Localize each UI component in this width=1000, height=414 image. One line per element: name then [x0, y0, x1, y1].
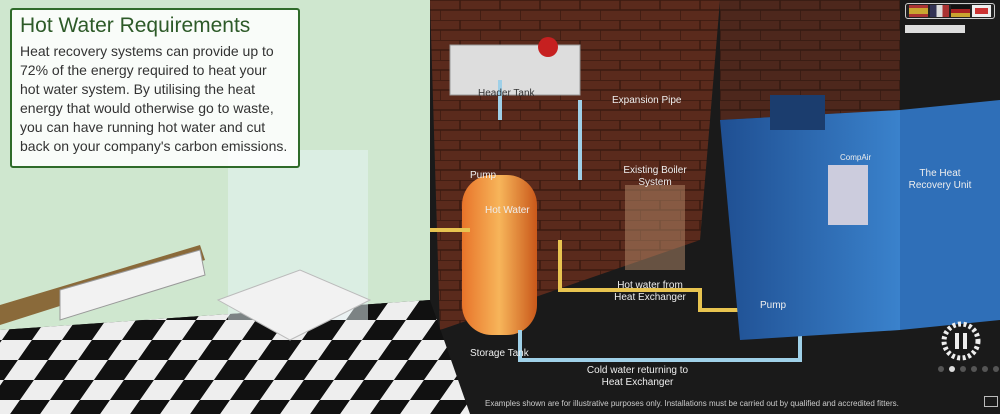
- flag-english[interactable]: [972, 5, 991, 17]
- label-hot-water: Hot Water: [485, 205, 530, 216]
- slide-indicator: [938, 366, 999, 372]
- label-expansion-pipe: Expansion Pipe: [612, 95, 682, 106]
- slide-dot[interactable]: [960, 366, 966, 372]
- disclaimer: Examples shown are for illustrative purp…: [485, 399, 899, 408]
- info-panel: Hot Water Requirements Heat recovery sys…: [10, 8, 300, 168]
- label-existing-boiler: Existing Boiler System: [623, 165, 687, 188]
- label-heat-recovery-unit: The Heat Recovery Unit: [908, 168, 972, 191]
- slide-dot[interactable]: [993, 366, 999, 372]
- info-body: Heat recovery systems can provide up to …: [20, 43, 288, 154]
- fullscreen-icon[interactable]: [984, 396, 998, 407]
- flag-french[interactable]: [930, 5, 949, 17]
- label-hot-from-exchanger: Hot water from Heat Exchanger: [614, 280, 686, 303]
- info-title: Hot Water Requirements: [20, 14, 251, 37]
- slide-dot-active[interactable]: [949, 366, 955, 372]
- label-pump-right: Pump: [760, 300, 787, 311]
- slide-dot[interactable]: [982, 366, 988, 372]
- flag-spanish[interactable]: [909, 5, 928, 17]
- brand-logo: CompAir: [840, 153, 872, 162]
- slide-dot[interactable]: [938, 366, 944, 372]
- slide-dot[interactable]: [971, 366, 977, 372]
- pause-icon: [941, 321, 981, 361]
- label-header-tank: Header Tank: [478, 88, 535, 99]
- flag-german[interactable]: [951, 5, 970, 17]
- label-storage-tank: Storage Tank: [470, 348, 529, 359]
- label-pump-left: Pump: [470, 170, 497, 181]
- language-selector[interactable]: [905, 3, 995, 19]
- label-cold-returning: Cold water returning to Heat Exchanger: [586, 365, 689, 388]
- pause-button[interactable]: [940, 320, 982, 362]
